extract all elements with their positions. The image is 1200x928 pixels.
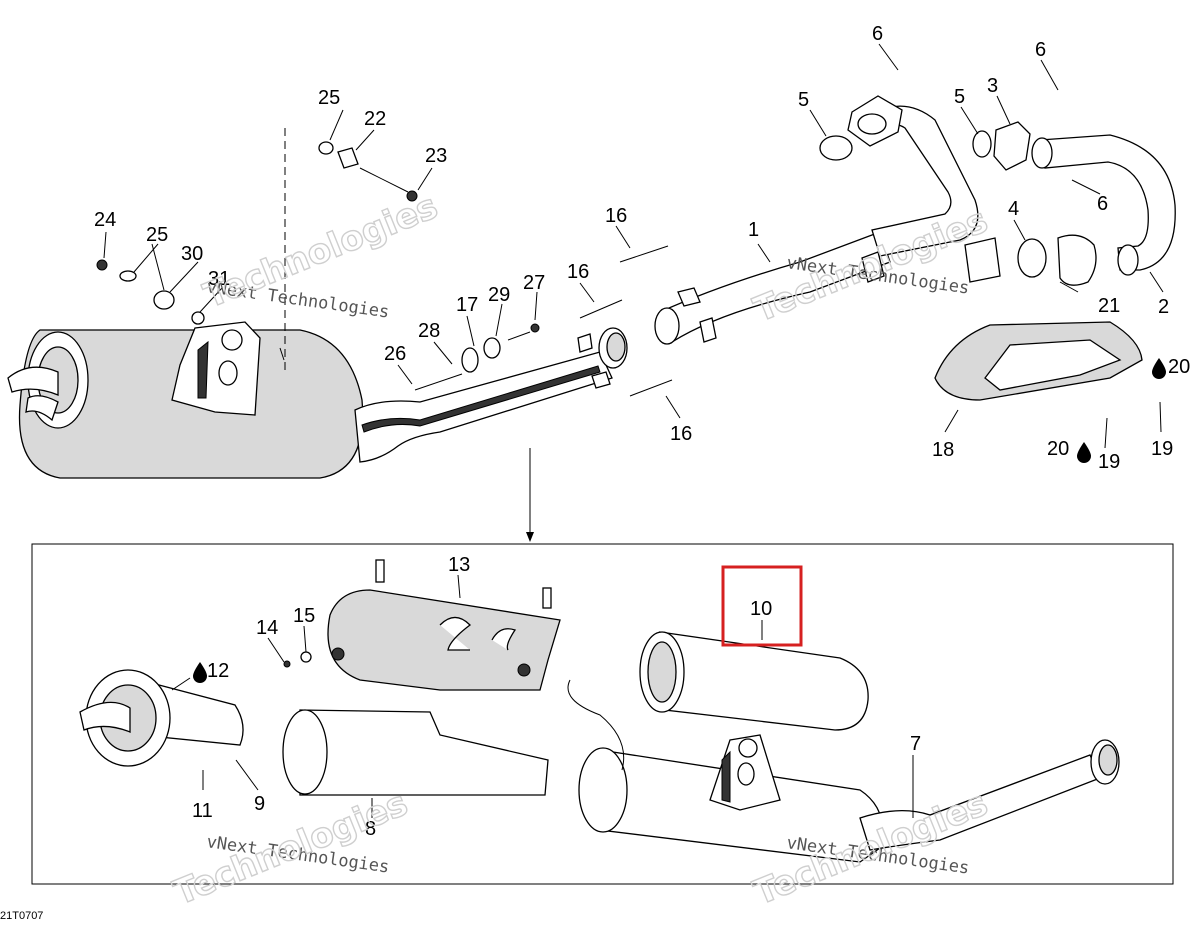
callout-16-a: 16	[605, 205, 627, 227]
callout-6-c: 6	[1097, 193, 1108, 215]
inner-sleeve-part-8	[282, 709, 549, 796]
bolt-stack	[414, 323, 540, 391]
callout-19-a: 19	[1098, 451, 1120, 473]
end-cap-part-9	[79, 669, 244, 767]
callout-5-b: 5	[954, 86, 965, 108]
callout-16-b: 16	[567, 261, 589, 283]
callout-12: 12	[207, 660, 229, 682]
mount-hardware	[96, 128, 418, 370]
header-pipes	[819, 95, 1176, 286]
callout-6-a: 6	[872, 23, 883, 45]
callout-13: 13	[448, 554, 470, 576]
springs-part-16	[579, 245, 673, 397]
callout-6-b: 6	[1035, 39, 1046, 61]
callout-4: 4	[1008, 198, 1019, 220]
callout-8: 8	[365, 818, 376, 840]
callout-2: 2	[1158, 296, 1169, 318]
watermark-outline: Technologies	[748, 200, 993, 330]
muffler-assembly	[7, 321, 364, 479]
callout-20-b: 20	[1047, 438, 1069, 460]
callout-11: 11	[192, 800, 213, 822]
heat-shield-part-13	[283, 559, 561, 691]
callout-18: 18	[932, 439, 954, 461]
callout-21: 21	[1098, 295, 1120, 317]
tail-pipe	[354, 327, 628, 463]
leader-lines	[103, 43, 1164, 818]
callout-27: 27	[523, 272, 545, 294]
callout-9: 9	[254, 793, 265, 815]
callout-14: 14	[256, 617, 278, 639]
callout-31: 31	[208, 268, 230, 290]
callout-29: 29	[488, 284, 510, 306]
callout-16-c: 16	[670, 423, 692, 445]
callout-3: 3	[987, 75, 998, 97]
callout-24: 24	[94, 209, 116, 231]
callout-17: 17	[456, 294, 478, 316]
pipe-part-1	[654, 231, 891, 345]
muffler-part-7	[567, 679, 1120, 863]
callout-23: 23	[425, 145, 447, 167]
callout-28: 28	[418, 320, 440, 342]
figure-code: 21T0707	[0, 910, 43, 922]
callout-26: 26	[384, 343, 406, 365]
callout-30: 30	[181, 243, 203, 265]
callout-1: 1	[748, 219, 759, 241]
callout-labels: 1 2 3 4 5 5 6 6 6 7 8 9 10 11 12 13 14 1…	[94, 23, 1190, 840]
callout-25-a: 25	[318, 87, 340, 109]
highlight-box	[721, 565, 803, 647]
callout-10: 10	[750, 598, 772, 620]
insulation-wrap-part-10	[639, 631, 869, 731]
callout-15: 15	[293, 605, 315, 627]
callout-20-a: 20	[1168, 356, 1190, 378]
callout-22: 22	[364, 108, 386, 130]
callout-7: 7	[910, 733, 921, 755]
heat-shield-part-18	[934, 321, 1143, 401]
drop-icon	[193, 358, 1166, 683]
detail-frame	[31, 543, 1174, 885]
callout-19-b: 19	[1151, 438, 1173, 460]
callout-5-a: 5	[798, 89, 809, 111]
callout-25-b: 25	[146, 224, 168, 246]
